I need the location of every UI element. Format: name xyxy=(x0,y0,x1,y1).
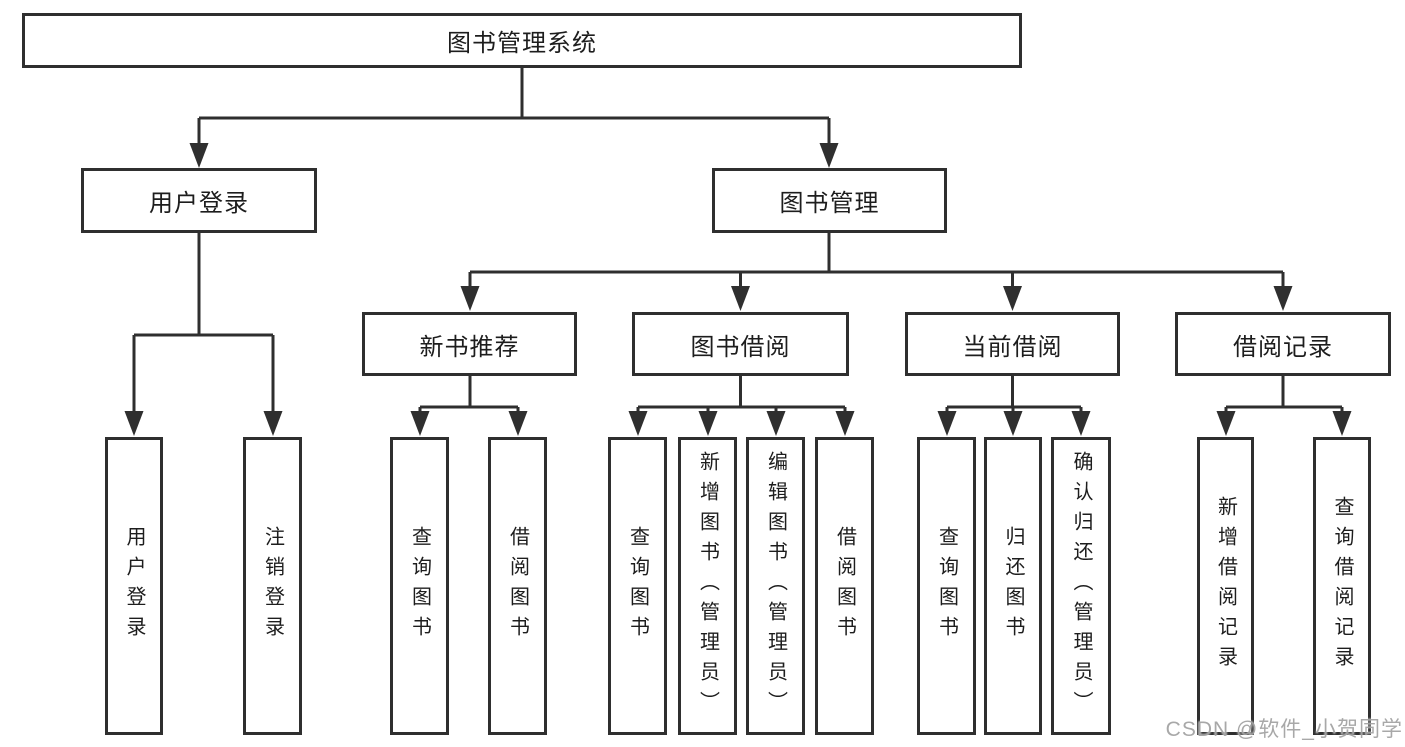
arrowhead-leaf-query-books-recommend xyxy=(410,411,430,436)
node-leaf-logout: 注销登录 xyxy=(243,437,302,735)
node-label: 借阅图书 xyxy=(833,526,856,646)
arrowhead-leaf-query-books-borrowing xyxy=(628,411,648,436)
node-label: 图书借阅 xyxy=(690,333,791,361)
node-label: 确认归还（管理员） xyxy=(1070,451,1092,721)
csdn-watermark: CSDN @软件_小贺同学 xyxy=(1165,718,1403,741)
node-leaf-return-books: 归还图书 xyxy=(984,437,1042,735)
arrowhead-leaf-borrow-books-borrowing xyxy=(835,411,855,436)
node-borrowing-records: 借阅记录 xyxy=(1175,312,1391,376)
node-label: 当前借阅 xyxy=(962,333,1063,361)
node-leaf-query-books-recommend: 查询图书 xyxy=(390,437,449,735)
node-label: 新增借阅记录 xyxy=(1214,496,1237,676)
arrowhead-leaf-edit-books-admin xyxy=(766,411,786,436)
connector-user-login-to-leaves xyxy=(132,233,275,414)
node-label: 图书管理 xyxy=(779,190,880,217)
node-leaf-add-borrow-record: 新增借阅记录 xyxy=(1197,437,1254,735)
node-leaf-user-login: 用户登录 xyxy=(105,437,163,735)
connector-root-to-level2 xyxy=(197,68,831,146)
node-library-management-system: 图书管理系统 xyxy=(22,13,1022,68)
node-leaf-query-books-current: 查询图书 xyxy=(917,437,976,735)
node-label: 借阅记录 xyxy=(1233,333,1333,361)
connector-book-management-to-level3 xyxy=(468,233,1285,290)
arrowhead-book-management xyxy=(819,143,839,168)
arrowhead-leaf-return-books xyxy=(1003,411,1023,436)
node-label: 图书管理系统 xyxy=(447,30,597,57)
node-user-login: 用户登录 xyxy=(81,168,317,233)
node-new-book-recommendation: 新书推荐 xyxy=(362,312,577,376)
arrowhead-borrowing-records xyxy=(1273,286,1293,311)
node-leaf-add-books-admin: 新增图书（管理员） xyxy=(678,437,737,735)
node-label: 借阅图书 xyxy=(506,526,529,646)
node-leaf-confirm-return-admin: 确认归还（管理员） xyxy=(1051,437,1111,735)
node-label: 用户登录 xyxy=(149,190,249,217)
arrowhead-leaf-query-borrow-record xyxy=(1332,411,1352,436)
arrowhead-leaf-borrow-books-recommend xyxy=(508,411,528,436)
node-leaf-edit-books-admin: 编辑图书（管理员） xyxy=(746,437,805,735)
node-label: 注销登录 xyxy=(261,526,284,646)
arrowhead-leaf-user-login xyxy=(124,411,144,436)
node-book-borrowing: 图书借阅 xyxy=(632,312,849,376)
arrowhead-leaf-add-borrow-record xyxy=(1216,411,1236,436)
arrowhead-current-borrowing xyxy=(1003,286,1022,311)
node-label: 查询图书 xyxy=(935,526,958,646)
node-book-management: 图书管理 xyxy=(712,168,947,233)
node-label: 查询图书 xyxy=(626,526,649,646)
arrowhead-user-login xyxy=(189,143,209,168)
arrowhead-leaf-confirm-return-admin xyxy=(1071,411,1091,436)
arrowhead-leaf-logout xyxy=(263,411,283,436)
arrowhead-leaf-query-books-current xyxy=(937,411,957,436)
connector-level3-to-leaves xyxy=(418,376,1344,414)
node-label: 新书推荐 xyxy=(419,333,520,361)
arrowhead-book-borrowing xyxy=(731,286,750,311)
node-leaf-query-books-borrowing: 查询图书 xyxy=(608,437,667,735)
node-label: 查询借阅记录 xyxy=(1331,496,1353,676)
node-label: 查询图书 xyxy=(408,526,431,646)
node-leaf-borrow-books-recommend: 借阅图书 xyxy=(488,437,547,735)
arrowhead-new-book-recommendation xyxy=(460,286,480,311)
node-label: 编辑图书（管理员） xyxy=(764,451,787,721)
arrowhead-leaf-add-books-admin xyxy=(698,411,718,436)
node-label: 用户登录 xyxy=(123,526,145,646)
node-leaf-query-borrow-record: 查询借阅记录 xyxy=(1313,437,1371,735)
node-label: 新增图书（管理员） xyxy=(696,451,719,721)
node-leaf-borrow-books-borrowing: 借阅图书 xyxy=(815,437,874,735)
node-label: 归还图书 xyxy=(1002,526,1024,646)
node-current-borrowing: 当前借阅 xyxy=(905,312,1120,376)
